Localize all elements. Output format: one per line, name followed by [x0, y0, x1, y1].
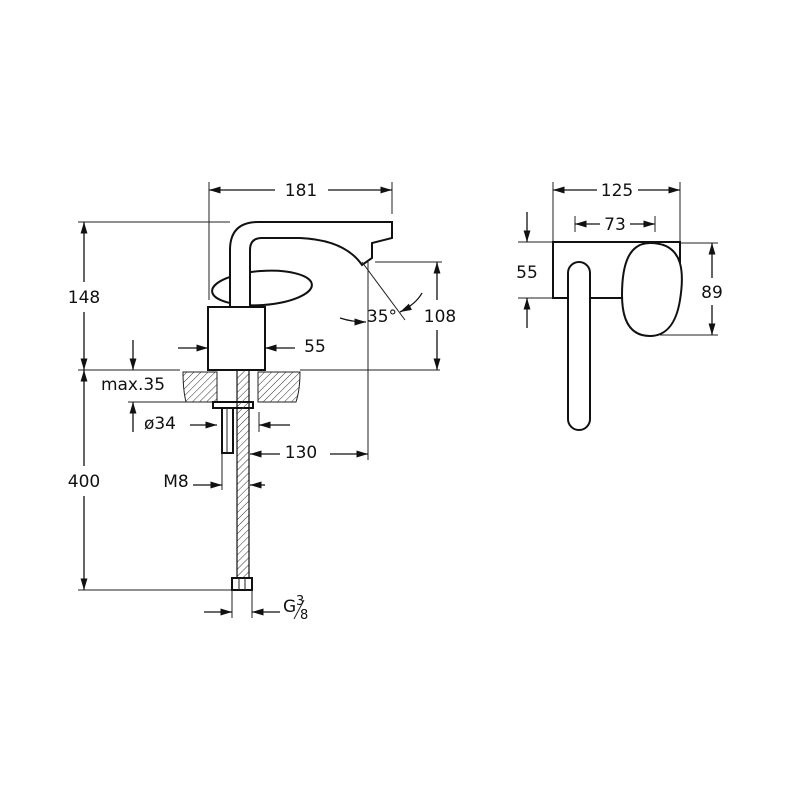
angle-35: 35°	[367, 307, 397, 327]
counter-section-right	[257, 371, 301, 403]
spout-front	[567, 261, 591, 431]
handle-knob	[620, 241, 683, 338]
g-label: G	[283, 597, 296, 617]
hose-nut	[231, 577, 253, 591]
faucet-body	[207, 306, 266, 371]
dim-dia-34: ø34	[144, 414, 176, 434]
spout	[229, 221, 393, 308]
dim-108: 108	[424, 307, 456, 327]
lever-handle	[211, 269, 313, 307]
dim-148: 148	[68, 288, 100, 308]
dim-55-body: 55	[304, 337, 326, 357]
counter-section-left	[182, 371, 218, 403]
dim-130: 130	[285, 443, 317, 463]
side-view: 181 148 400 108 35° 55 max.35 ø34	[68, 181, 456, 623]
dim-g38: G 3 8	[283, 594, 308, 623]
dim-m8: M8	[163, 472, 188, 492]
fraction-num: 3	[296, 594, 304, 609]
flexible-hose	[236, 369, 250, 579]
front-view: 125 73 55 89	[516, 181, 723, 431]
dim-55-plate: 55	[516, 263, 538, 283]
dim-89: 89	[701, 283, 723, 303]
dim-73: 73	[604, 215, 626, 235]
dim-max-35: max.35	[101, 375, 165, 395]
dim-125: 125	[601, 181, 633, 201]
fraction-den: 8	[300, 608, 308, 623]
dim-400: 400	[68, 472, 100, 492]
dim-181: 181	[285, 181, 317, 201]
